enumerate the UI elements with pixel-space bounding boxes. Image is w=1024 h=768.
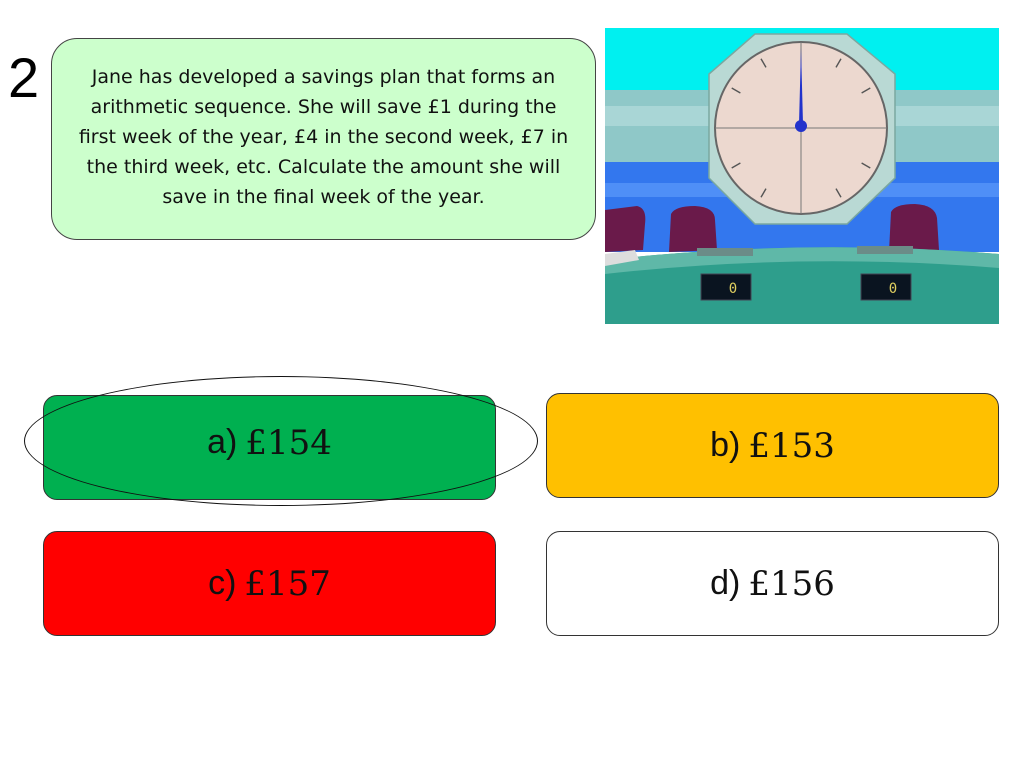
clock-tick	[835, 188, 842, 198]
clock-scene: 0 0	[605, 28, 999, 324]
answer-c-button[interactable]: c) £157	[43, 531, 496, 636]
answer-a-letter: a)	[207, 423, 238, 461]
game-show-clock-panel: 0 0	[605, 28, 999, 324]
answer-b-button[interactable]: b) £153	[546, 393, 999, 498]
answer-a-button[interactable]: a) £154	[43, 395, 496, 500]
clock-hub	[795, 120, 807, 132]
score-display-right	[860, 273, 912, 301]
desk	[605, 247, 999, 324]
answer-c-letter: c)	[208, 564, 237, 602]
answer-d-value: £156	[748, 563, 835, 604]
answer-b-letter: b)	[710, 426, 741, 464]
clock-tick	[861, 162, 871, 169]
clock-tick	[731, 162, 741, 169]
clock-ticks	[731, 58, 871, 198]
score-display-left	[700, 273, 752, 301]
answer-a-value: £154	[245, 422, 332, 463]
answer-b-value: £153	[748, 425, 835, 466]
answer-d-button[interactable]: d) £156	[546, 531, 999, 636]
clock-tick	[760, 188, 767, 198]
question-number: 2	[8, 46, 40, 109]
question-box: Jane has developed a savings plan that f…	[51, 38, 596, 240]
clock-tick	[861, 87, 871, 94]
clock-tick	[760, 58, 767, 68]
chair-middle	[669, 206, 717, 252]
chair-right	[889, 204, 939, 252]
clock-tick	[835, 58, 842, 68]
question-text: Jane has developed a savings plan that f…	[78, 66, 569, 208]
clock-hand	[799, 48, 803, 124]
score-right: 0	[889, 281, 897, 297]
answer-d-letter: d)	[710, 564, 741, 602]
clock-tick	[731, 87, 741, 94]
answer-c-value: £157	[244, 563, 331, 604]
score-left: 0	[729, 281, 737, 297]
chair-left	[605, 206, 646, 252]
